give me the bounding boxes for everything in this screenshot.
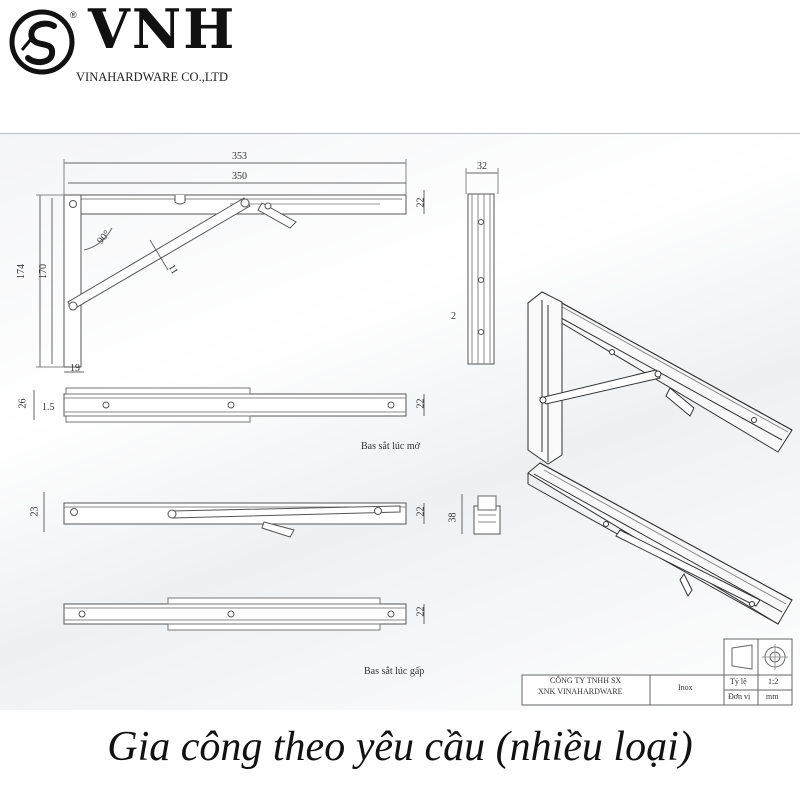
label-open-state: Bas sắt lúc mở xyxy=(361,441,420,452)
plan-view-folded xyxy=(63,597,425,631)
brand-company: VINAHARDWARE CO.,LTD xyxy=(76,70,228,84)
title-material: Inox xyxy=(678,683,693,692)
title-block xyxy=(521,638,793,706)
caption: Gia công theo yêu cầu (nhiều loại) xyxy=(107,724,693,770)
dim-folded-height: 23 xyxy=(29,506,41,517)
dim-base-width: 19 xyxy=(70,363,80,374)
title-unit-label: Đơn vị xyxy=(728,692,751,701)
perspective-open xyxy=(527,291,793,465)
title-company-line2: XNK VINAHARDWARE xyxy=(538,687,623,696)
title-company-line1: CÔNG TY TNHH SX xyxy=(550,676,622,685)
dim-side-width: 32 xyxy=(477,161,487,172)
dim-plan-depth: 22 xyxy=(415,398,427,409)
perspective-folded xyxy=(527,462,793,625)
dim-end-height: 38 xyxy=(447,512,459,523)
plan-view-open xyxy=(33,387,425,423)
title-scale-label: Tỷ lệ xyxy=(730,677,747,686)
end-view-folded xyxy=(461,494,501,535)
header-divider xyxy=(0,133,800,134)
dim-height-inner: 170 xyxy=(38,264,49,279)
title-unit-value: mm xyxy=(766,692,779,701)
dim-side-gap: 2 xyxy=(451,311,456,322)
brand-name: VNH xyxy=(88,0,237,61)
end-view xyxy=(465,168,499,365)
label-folded-state: Bas sắt lúc gấp xyxy=(364,666,425,677)
dim-bottom-depth: 22 xyxy=(415,606,427,617)
dim-arm-height: 22 xyxy=(415,197,427,208)
registered-mark: ® xyxy=(70,10,77,20)
vnh-logo-icon xyxy=(9,9,75,75)
side-view-folded xyxy=(43,492,425,538)
side-view-open xyxy=(36,159,425,373)
dim-plan-height: 26 xyxy=(17,398,29,409)
title-scale-value: 1:2 xyxy=(768,677,779,686)
dim-folded-depth: 22 xyxy=(415,506,427,517)
dim-plan-offset: 1.5 xyxy=(42,402,55,413)
dim-height-outer: 174 xyxy=(16,264,27,279)
dim-overall-length: 353 xyxy=(232,151,247,162)
dim-arm-length: 350 xyxy=(232,171,247,182)
